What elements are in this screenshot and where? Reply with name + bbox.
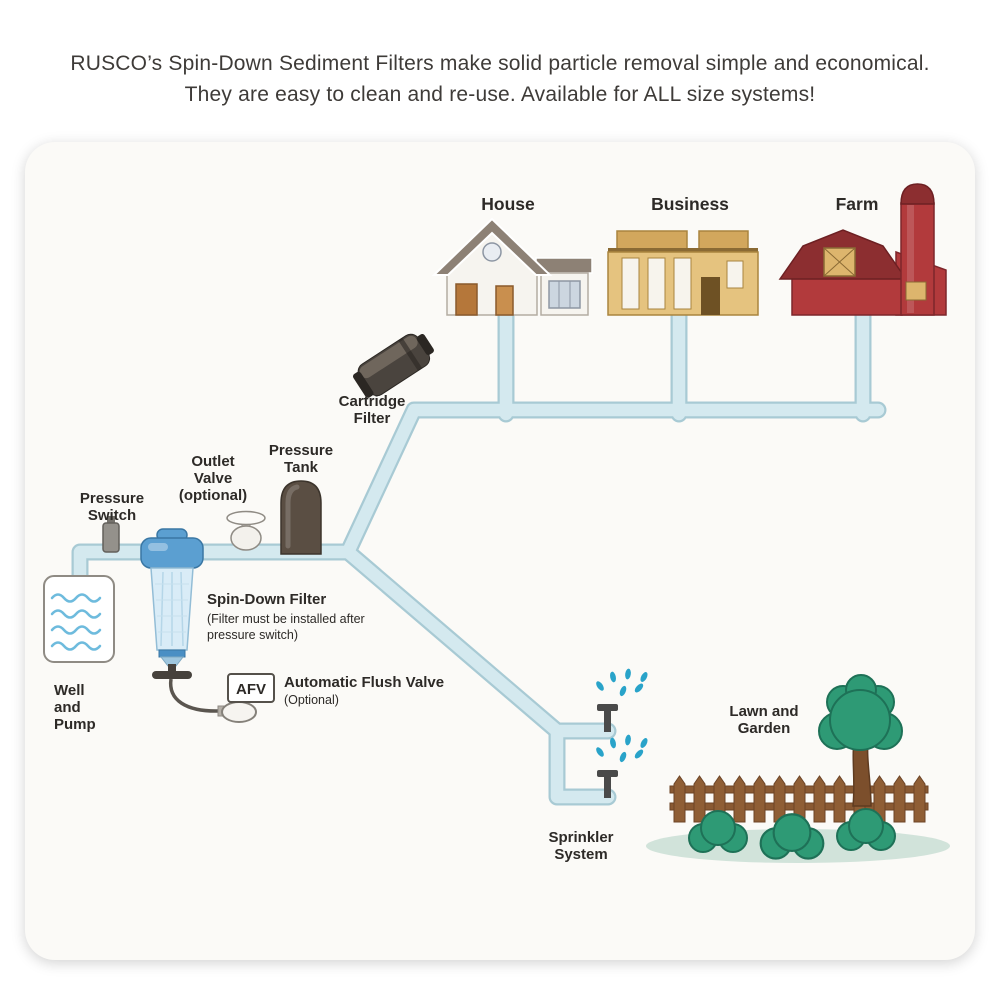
pressure-switch-label: Switch: [88, 507, 136, 524]
business-window: [726, 260, 744, 289]
automatic-flush-valve-illustration: [169, 678, 257, 723]
pressure-tank-illustration: [280, 480, 322, 555]
sprinkler-label: Sprinkler: [548, 829, 613, 846]
house-side-door: [495, 285, 514, 316]
lawn-garden-label: Lawn and: [729, 703, 798, 720]
farm-illustration: [778, 183, 947, 316]
pressure-switch-label: Pressure: [80, 490, 144, 507]
well-illustration: [43, 575, 115, 663]
water-spray: [594, 668, 650, 698]
well-label: Pump: [54, 716, 96, 733]
tree: [818, 674, 903, 807]
pressure-tank-label: Pressure: [269, 442, 333, 459]
business-door: [701, 277, 720, 315]
afv-box: [227, 673, 275, 703]
cartridge-filter-illustration: [353, 333, 434, 398]
header-line1: RUSCO’s Spin-Down Sediment Filters make …: [70, 52, 930, 75]
farm-label: Farm: [836, 194, 879, 214]
business-window: [673, 257, 692, 310]
spin-down-filter-label: Spin-Down Filter: [207, 591, 326, 608]
sprinkler-illustration: [594, 668, 650, 798]
water-pipes: [71, 297, 887, 806]
business-label: Business: [651, 194, 729, 214]
spin-down-filter-illustration: [140, 528, 204, 679]
outlet-valve-label: Valve: [194, 470, 232, 487]
house-wing-window: [548, 280, 581, 309]
sprinkler-label: System: [554, 846, 607, 863]
barn-window: [905, 281, 927, 301]
well-water-waves: [50, 593, 102, 651]
header-line2: They are easy to clean and re-use. Avail…: [184, 83, 816, 106]
outlet-valve-label: Outlet: [191, 453, 234, 470]
house-label: House: [481, 194, 535, 214]
spin-down-filter-note: (Filter must be installed after: [207, 612, 365, 626]
flush-valve-note: (Optional): [284, 693, 339, 707]
house-gable-roof: [431, 217, 553, 276]
business-window: [647, 257, 666, 310]
cartridge-filter-label: Cartridge: [339, 393, 406, 410]
house-door: [455, 283, 478, 316]
silo-dome: [900, 183, 935, 205]
house-illustration: [431, 217, 593, 316]
shrub: [836, 808, 896, 851]
business-window: [621, 257, 640, 310]
sprinkler-head: [597, 704, 618, 711]
lawn-garden-label: Garden: [738, 720, 791, 737]
house-round-window: [482, 242, 502, 262]
well-label: and: [54, 699, 81, 716]
well-label: Well: [54, 682, 85, 699]
pressure-tank-label: Tank: [284, 459, 319, 476]
spin-down-filter-note: pressure switch): [207, 628, 298, 642]
sprinkler-head: [597, 770, 618, 777]
flush-valve-label: Automatic Flush Valve: [284, 674, 444, 691]
outlet-valve-illustration: [226, 510, 266, 551]
lawn-and-garden-illustration: [646, 674, 950, 863]
header-text: RUSCO’s Spin-Down Sediment Filters make …: [0, 48, 1000, 110]
afv-label: AFV: [236, 681, 266, 698]
outlet-valve-label: (optional): [179, 487, 247, 504]
pressure-switch-illustration: [102, 516, 120, 553]
filter-flush-handle: [152, 671, 192, 679]
business-illustration: [607, 230, 759, 316]
diagram-labels: House Business Farm Cartridge Filter Pre…: [54, 194, 878, 863]
cartridge-filter-label: Filter: [354, 410, 391, 427]
